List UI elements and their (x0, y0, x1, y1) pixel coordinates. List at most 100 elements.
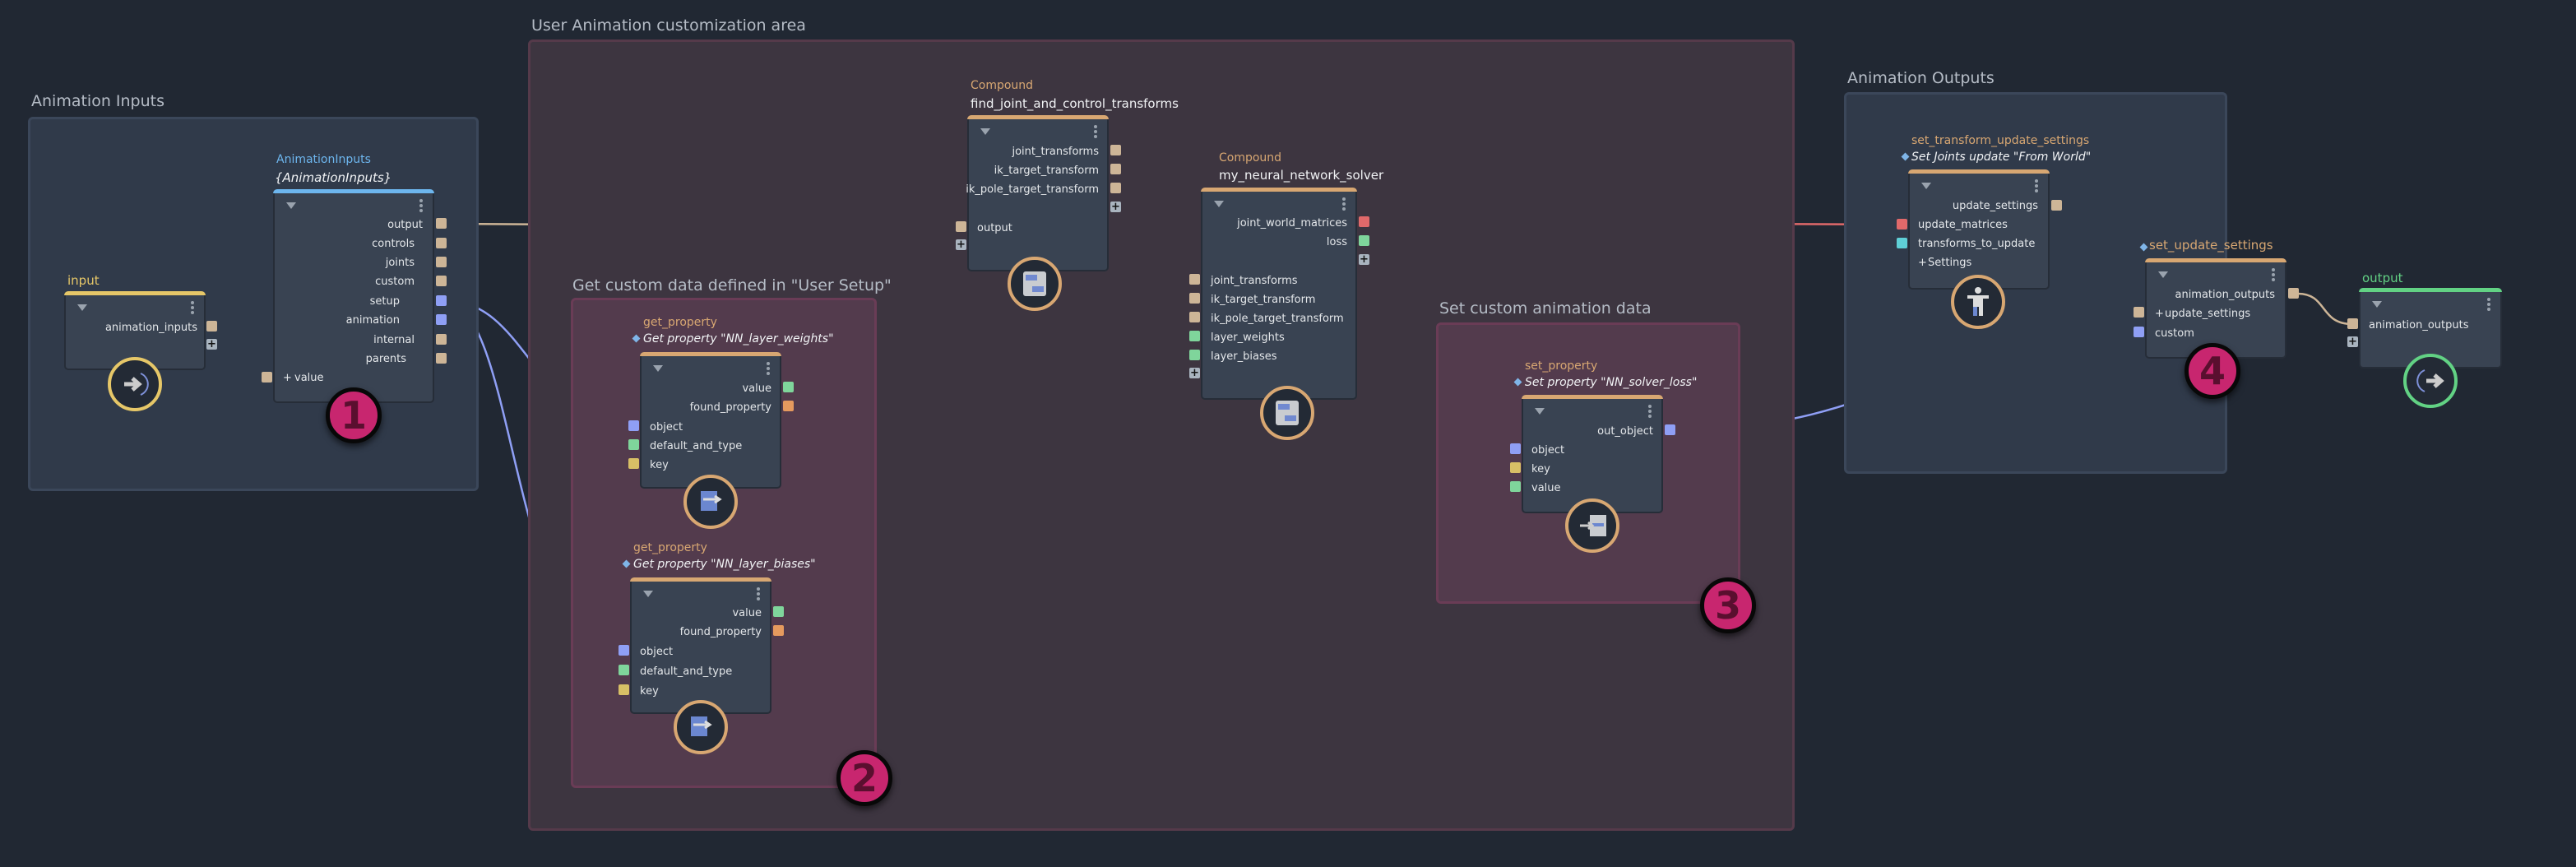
find-joint-node[interactable]: joint_transforms ik_target_transform ik_… (966, 115, 1109, 271)
nn-solver-node[interactable]: joint_world_matrices loss joint_transfor… (1201, 188, 1357, 400)
compound-icon[interactable] (1260, 386, 1314, 440)
port-update-matrices-in[interactable] (1897, 219, 1907, 230)
compound-icon[interactable] (1008, 257, 1062, 311)
port-output[interactable] (436, 218, 447, 229)
input-node-icon[interactable] (108, 357, 162, 411)
add-port-button[interactable]: + (956, 239, 966, 251)
port-ik-target-out[interactable] (1110, 164, 1121, 174)
add-port-button[interactable]: + (1189, 367, 1200, 379)
port-value-in[interactable] (262, 372, 272, 382)
get-weights-node[interactable]: value found_property object default_and_… (640, 352, 781, 489)
collapse-icon[interactable] (2158, 271, 2168, 278)
port-animation-outputs-in[interactable] (2347, 318, 2358, 329)
add-port-button[interactable]: + (206, 338, 217, 350)
port-label: setup (369, 295, 400, 308)
more-menu-icon[interactable] (2272, 268, 2275, 283)
port-object-in[interactable] (628, 420, 639, 431)
port-value-out[interactable] (783, 382, 794, 392)
port-animation[interactable] (436, 314, 447, 325)
port-joints[interactable] (436, 257, 447, 267)
more-menu-icon[interactable] (1342, 197, 1346, 212)
collapse-icon[interactable] (1214, 201, 1224, 207)
port-object-in[interactable] (619, 645, 629, 656)
more-menu-icon[interactable] (1648, 405, 1652, 420)
port-key-in[interactable] (619, 684, 629, 695)
output-node-icon[interactable] (2403, 354, 2458, 408)
add-port-button[interactable]: + (2347, 336, 2358, 348)
port-found-property-out[interactable] (783, 401, 794, 411)
port-joint-transforms-in[interactable] (1189, 274, 1200, 285)
port-loss-out[interactable] (1359, 235, 1369, 246)
set-update-settings-node[interactable]: animation_outputs + update_settings cust… (2145, 258, 2286, 359)
port-value-out[interactable] (773, 606, 784, 617)
port-label: found_property (679, 626, 762, 638)
port-custom-in[interactable] (2134, 327, 2144, 337)
port-joint-world-matrices-out[interactable] (1359, 216, 1369, 227)
animinputs-title: {AnimationInputs} (275, 170, 392, 185)
add-port-button[interactable]: + (1110, 201, 1121, 213)
more-menu-icon[interactable] (2035, 179, 2038, 194)
collapse-icon[interactable] (1535, 408, 1545, 415)
port-label: key (650, 459, 669, 471)
collapse-icon[interactable] (653, 365, 663, 372)
get-biases-node[interactable]: value found_property object default_and_… (630, 577, 771, 714)
set-transform-title: Set Joints update "From World" (1911, 151, 2092, 164)
port-ik-pole-out[interactable] (1110, 183, 1121, 193)
collapse-icon[interactable] (980, 128, 990, 135)
more-menu-icon[interactable] (1094, 125, 1097, 140)
port-animation-inputs-out[interactable] (206, 321, 217, 332)
port-layer-weights-in[interactable] (1189, 331, 1200, 341)
port-key-in[interactable] (1510, 462, 1521, 473)
set-update-title: set_update_settings (2149, 238, 2273, 253)
more-menu-icon[interactable] (2487, 298, 2490, 313)
more-menu-icon[interactable] (757, 587, 760, 602)
port-custom[interactable] (436, 276, 447, 286)
expand-icon[interactable]: + (1918, 257, 1927, 269)
port-animation-outputs-out[interactable] (2288, 288, 2299, 299)
port-joint-transforms-out[interactable] (1110, 145, 1121, 155)
port-ik-pole-in[interactable] (1189, 312, 1200, 322)
port-label: animation (345, 314, 400, 327)
get-property-icon[interactable] (683, 475, 738, 529)
port-out-object[interactable] (1665, 424, 1675, 435)
more-menu-icon[interactable] (419, 199, 423, 214)
port-controls[interactable] (436, 238, 447, 248)
port-parents[interactable] (436, 353, 447, 364)
get-property-icon[interactable] (674, 700, 728, 754)
port-found-property-out[interactable] (773, 625, 784, 636)
nn-solver-type: Compound (1219, 151, 1282, 165)
add-port-button[interactable]: + (1359, 253, 1369, 266)
port-layer-biases-in[interactable] (1189, 350, 1200, 360)
port-value-in[interactable] (1510, 481, 1521, 492)
port-update-settings-in[interactable] (2134, 307, 2144, 318)
port-key-in[interactable] (628, 458, 639, 469)
collapse-icon[interactable] (286, 202, 296, 209)
port-output-in[interactable] (956, 221, 966, 232)
port-object-in[interactable] (1510, 443, 1521, 454)
port-label: joints (385, 257, 415, 269)
port-label: update_matrices (1918, 219, 2008, 231)
port-internal[interactable] (436, 334, 447, 345)
port-label: ik_pole_target_transform (966, 183, 1099, 196)
collapse-icon[interactable] (1921, 183, 1931, 189)
animation-inputs-node[interactable]: output controls joints custom setup anim… (273, 189, 434, 403)
wire-animation-outputs (2297, 292, 2353, 326)
collapse-icon[interactable] (2372, 301, 2382, 308)
more-menu-icon[interactable] (191, 301, 194, 316)
set-transform-node[interactable]: update_settings update_matrices transfor… (1908, 169, 2050, 290)
port-default-and-type-in[interactable] (619, 665, 629, 675)
set-property-icon[interactable] (1565, 498, 1619, 553)
port-default-and-type-in[interactable] (628, 439, 639, 450)
collapse-icon[interactable] (77, 304, 87, 311)
port-setup[interactable] (436, 295, 447, 306)
collapse-icon[interactable] (643, 591, 653, 597)
set-property-node[interactable]: out_object object key value (1522, 395, 1663, 513)
port-transforms-to-update-in[interactable] (1897, 238, 1907, 248)
transform-icon[interactable] (1951, 275, 2005, 329)
port-label: output (977, 222, 1012, 234)
port-ik-target-in[interactable] (1189, 293, 1200, 304)
more-menu-icon[interactable] (767, 362, 770, 377)
expand-icon[interactable]: + (283, 372, 292, 384)
expand-icon[interactable]: + (2155, 308, 2164, 320)
port-update-settings-out[interactable] (2051, 200, 2062, 211)
